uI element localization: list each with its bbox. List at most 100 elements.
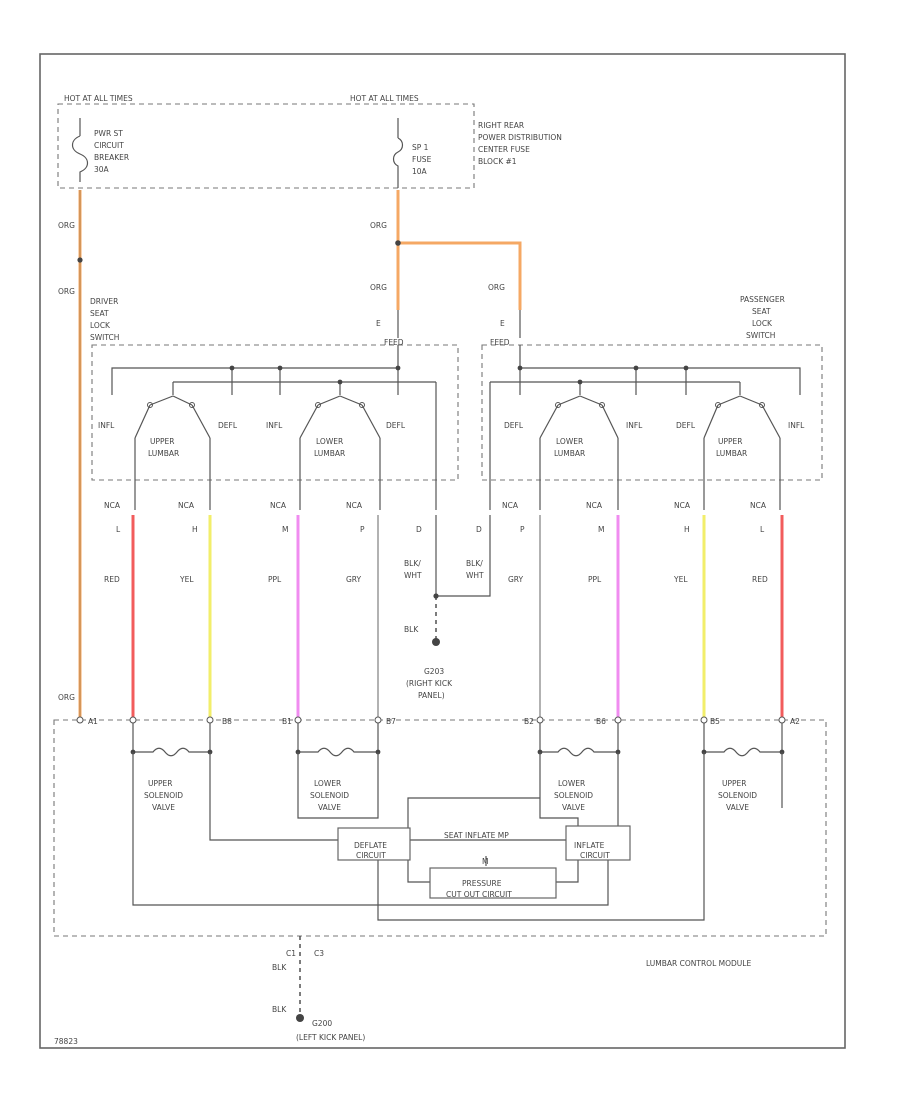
lower-solenoid-right-1: LOWER [558, 779, 585, 788]
pin-l-1: L [116, 525, 121, 534]
upper-solenoid-left-1: UPPER [148, 779, 173, 788]
upper-solenoid-right-3: VALVE [726, 803, 749, 812]
nca-1: NCA [104, 501, 121, 510]
driver-upper-infl: INFL [98, 421, 115, 430]
pin-b2: B2 [524, 717, 534, 726]
pin-e-driver: E [376, 319, 381, 328]
footer-code: 78823 [54, 1037, 78, 1046]
pin-b6: B6 [596, 717, 606, 726]
pin-e-passenger: E [500, 319, 505, 328]
nca-7: NCA [674, 501, 691, 510]
passenger-upper-defl: DEFL [676, 421, 696, 430]
wire-red-2: RED [752, 575, 768, 584]
pin-a2: A2 [790, 717, 800, 726]
fuse-line-3: 10A [412, 167, 428, 176]
block-line-3: CENTER FUSE [478, 145, 530, 154]
passenger-lower-lumbar-2: LUMBAR [554, 449, 585, 458]
passenger-switch-line-2: SEAT [752, 307, 771, 316]
wire-blk-wht-1a: BLK/ [404, 559, 421, 568]
lumbar-control-module-label: LUMBAR CONTROL MODULE [646, 959, 751, 968]
upper-solenoid-right-1: UPPER [722, 779, 747, 788]
ground-right-2: (RIGHT KICK [406, 679, 453, 688]
block-line-4: BLOCK #1 [478, 157, 517, 166]
pin-p-1: P [360, 525, 365, 534]
diagram-frame [39, 53, 846, 1049]
passenger-switch-line-3: LOCK [752, 319, 773, 328]
nca-5: NCA [502, 501, 519, 510]
wire-blk-wht-1b: WHT [404, 571, 422, 580]
nca-4: NCA [346, 501, 363, 510]
nca-2: NCA [178, 501, 195, 510]
fuse-line-1: SP 1 [412, 143, 429, 152]
pressure-label-2: CUT OUT CIRCUIT [446, 890, 512, 899]
fuse-symbol [392, 118, 404, 188]
driver-lower-defl: DEFL [386, 421, 406, 430]
driver-upper-defl: DEFL [218, 421, 238, 430]
passenger-switch-line-1: PASSENGER [740, 295, 785, 304]
inflate-label-1: INFLATE [574, 841, 605, 850]
pin-b8: B8 [222, 717, 232, 726]
inflate-circuit-box [565, 825, 631, 861]
wire-org-2: ORG [58, 287, 75, 296]
driver-seat-lock-switch: DRIVER SEAT LOCK SWITCH FEED INFL DEFL U… [90, 297, 459, 481]
circuit-breaker-symbol [71, 118, 89, 182]
pin-l-2: L [760, 525, 765, 534]
pin-p-2: P [520, 525, 525, 534]
deflate-circuit-box [337, 827, 411, 861]
ground-right-1: G203 [424, 667, 444, 676]
harness-wires: NCA NCA NCA NCA NCA NCA NCA NCA L H M P … [104, 382, 784, 720]
driver-switch-line-2: SEAT [90, 309, 109, 318]
lower-solenoid-left-1: LOWER [314, 779, 341, 788]
upper-solenoid-right-2: SOLENOID [718, 791, 757, 800]
module-connector-pins: A1 B8 B1 B7 B2 B6 B5 A2 [76, 716, 800, 726]
breaker-line-3: BREAKER [94, 153, 129, 162]
pin-h-2: H [684, 525, 690, 534]
nca-8: NCA [750, 501, 767, 510]
pin-m-2: M [598, 525, 604, 534]
pin-b7: B7 [386, 717, 396, 726]
fuse-line-2: FUSE [412, 155, 432, 164]
wire-org-4: ORG [370, 283, 387, 292]
pin-h-1: H [192, 525, 198, 534]
ground-left-2: (LEFT KICK PANEL) [296, 1033, 365, 1042]
driver-switch-line-1: DRIVER [90, 297, 118, 306]
driver-upper-lumbar-1: UPPER [150, 437, 175, 446]
hot-at-all-times-left: HOT AT ALL TIMES [64, 94, 133, 103]
wire-ppl-2: PPL [588, 575, 602, 584]
nca-6: NCA [586, 501, 603, 510]
passenger-seat-lock-switch: PASSENGER SEAT LOCK SWITCH FEED DEFL INF… [481, 295, 823, 481]
driver-upper-lumbar-2: LUMBAR [148, 449, 179, 458]
deflate-label-1: DEFLATE [354, 841, 387, 850]
upper-solenoid-left-3: VALVE [152, 803, 175, 812]
pin-m-1: M [282, 525, 288, 534]
wire-blk-wht-2a: BLK/ [466, 559, 483, 568]
driver-lower-lumbar-2: LUMBAR [314, 449, 345, 458]
orange-feed-wires: ORG ORG ORG ORG ORG ORG E E [58, 190, 522, 720]
lower-solenoid-left-2: SOLENOID [310, 791, 349, 800]
ground-right-3: PANEL) [418, 691, 445, 700]
wire-red-1: RED [104, 575, 120, 584]
pin-b5: B5 [710, 717, 720, 726]
breaker-line-4: 30A [94, 165, 110, 174]
passenger-lower-infl: INFL [626, 421, 643, 430]
pressure-cutout-box [429, 867, 557, 899]
pin-a1: A1 [88, 717, 98, 726]
fuse-block: HOT AT ALL TIMES HOT AT ALL TIMES PWR ST… [57, 94, 562, 189]
wire-org-1: ORG [58, 221, 75, 230]
pump-tag: M [482, 857, 488, 866]
lower-solenoid-right-2: SOLENOID [554, 791, 593, 800]
left-ground: C1 C3 BLK BLK G200 (LEFT KICK PANEL) [272, 936, 365, 1042]
pump-label: SEAT INFLATE MP [444, 831, 509, 840]
wire-org-5: ORG [488, 283, 505, 292]
breaker-line-1: PWR ST [94, 129, 123, 138]
passenger-lower-defl: DEFL [504, 421, 524, 430]
hot-at-all-times-right: HOT AT ALL TIMES [350, 94, 419, 103]
passenger-upper-lumbar-1: UPPER [718, 437, 743, 446]
breaker-line-2: CIRCUIT [94, 141, 124, 150]
wire-yel-1: YEL [179, 575, 194, 584]
driver-lower-lumbar-1: LOWER [316, 437, 343, 446]
passenger-feed-label: FEED [490, 338, 510, 347]
passenger-upper-lumbar-2: LUMBAR [716, 449, 747, 458]
block-line-1: RIGHT REAR [478, 121, 524, 130]
